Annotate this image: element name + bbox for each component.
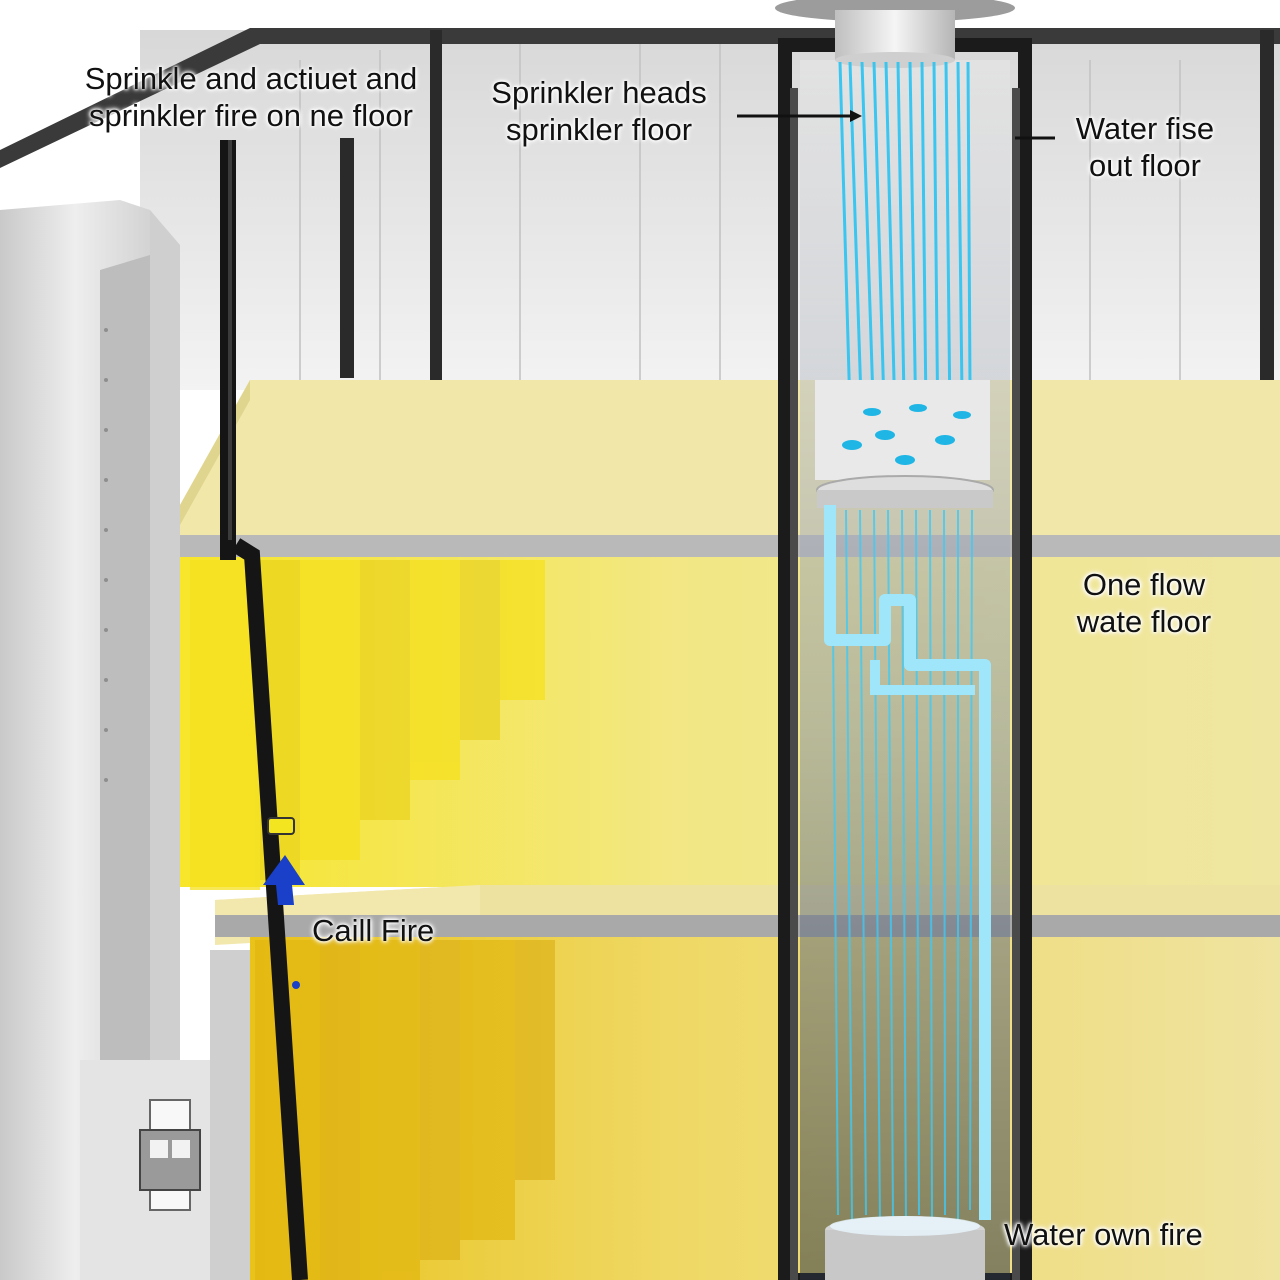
flow-label: One flow wate floor: [1060, 566, 1228, 640]
sprinkler-heads-label-line2: sprinkler floor: [505, 112, 693, 147]
sprinkler-heads-label-line1: Sprinkler heads: [491, 75, 707, 110]
water-rise-label-line1: Water fise: [1075, 111, 1215, 146]
actuator-label-line1: Sprinkle and actiuet and: [84, 61, 418, 96]
call-fire-label: Caill Fire: [312, 913, 435, 948]
actuator-label-line2: sprinkler fire on ne floor: [89, 98, 413, 133]
actuator-label: Sprinkle and actiuet and sprinkler fire …: [62, 60, 440, 134]
sprinkler-heads-label: Sprinkler heads sprinkler floor: [468, 74, 730, 148]
call-fire-arrow: [263, 855, 305, 905]
water-rise-label-line2: out floor: [1088, 148, 1201, 183]
flow-label-line1: One flow: [1082, 567, 1206, 602]
water-own-fire-label: Water own fire: [1004, 1217, 1203, 1252]
flow-label-line2: wate floor: [1076, 604, 1212, 639]
water-rise-label: Water fise out floor: [1060, 110, 1230, 184]
